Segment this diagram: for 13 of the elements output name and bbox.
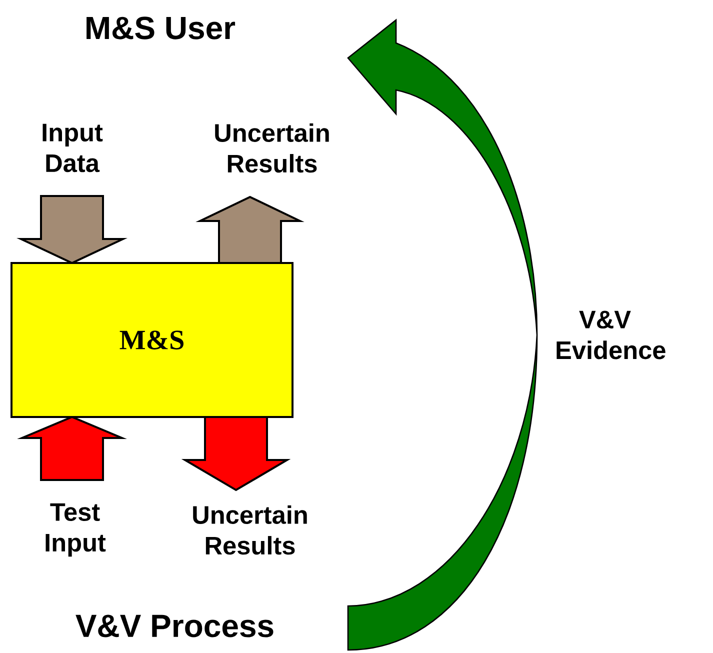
block-arrow bbox=[196, 196, 304, 264]
block-arrow bbox=[17, 416, 127, 481]
heading: M&S User bbox=[86, 16, 236, 40]
curved-arrow bbox=[347, 19, 538, 651]
label: Uncertain Results bbox=[193, 505, 307, 555]
block-arrow bbox=[16, 195, 128, 264]
label: Input Data bbox=[42, 124, 103, 172]
label: Test Input bbox=[46, 503, 106, 557]
process-box: M&S bbox=[10, 262, 294, 418]
block-arrow bbox=[181, 416, 291, 492]
heading: V&V Process bbox=[76, 614, 274, 638]
edge-label: V&V Evidence bbox=[556, 310, 666, 360]
label: Uncertain Results bbox=[215, 123, 329, 173]
